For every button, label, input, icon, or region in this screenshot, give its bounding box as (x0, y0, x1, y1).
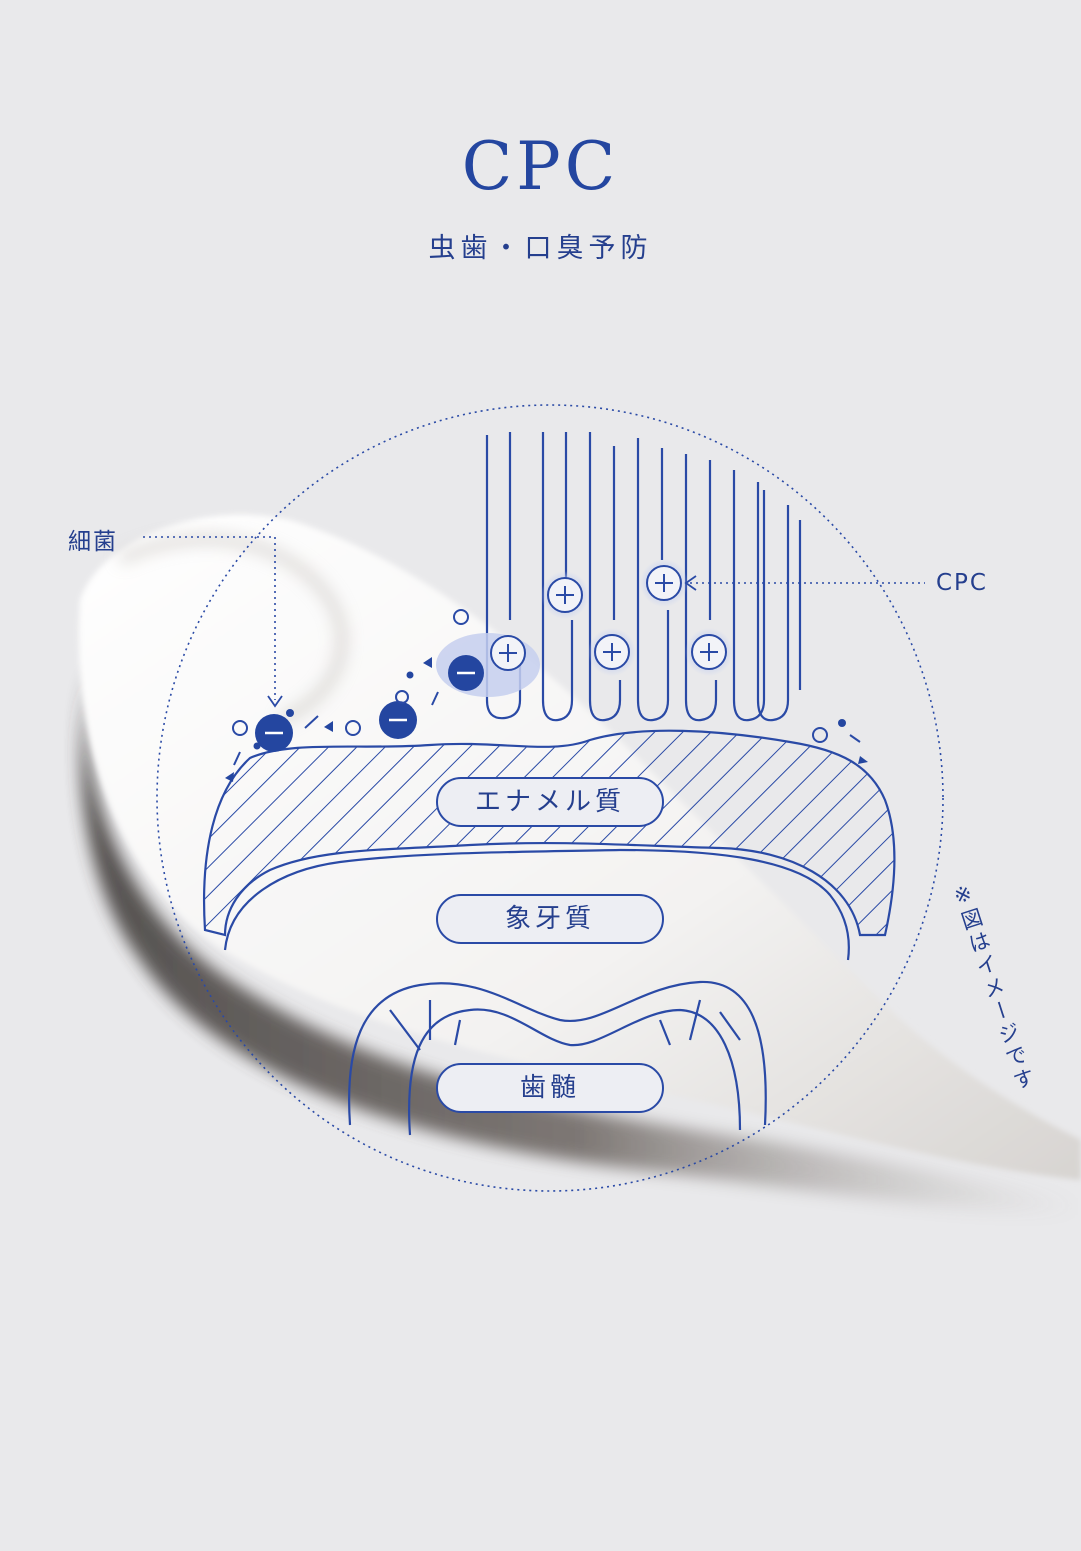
cpc-label: CPC (936, 570, 988, 596)
leader-lines (143, 536, 925, 700)
dentin-label: 象牙質 (436, 894, 664, 944)
bacteria-particle (255, 714, 293, 752)
cpc-particle-group (436, 559, 733, 697)
dentin-outline (223, 848, 850, 961)
page-subtitle: 虫歯・口臭予防 (428, 233, 653, 264)
cpc-bacteria-bond (436, 633, 540, 697)
cpc-particle (541, 571, 589, 619)
bacteria-particle (379, 701, 417, 739)
page-title: CPC (461, 128, 620, 205)
pulp-label: 歯髄 (436, 1063, 664, 1113)
cpc-particle (685, 628, 733, 676)
leader-arrowheads (267, 575, 697, 708)
bacteria-label: 細菌 (68, 529, 118, 555)
enamel-label: エナメル質 (436, 777, 664, 827)
bacteria-group (225, 609, 868, 782)
pulp-structure (348, 980, 767, 1136)
cpc-strands (485, 432, 802, 722)
cream-smear (79, 514, 1081, 1215)
enamel-layer (202, 729, 896, 937)
cpc-particle (588, 628, 636, 676)
cpc-particle (640, 559, 688, 607)
magnify-circle (156, 404, 944, 1192)
